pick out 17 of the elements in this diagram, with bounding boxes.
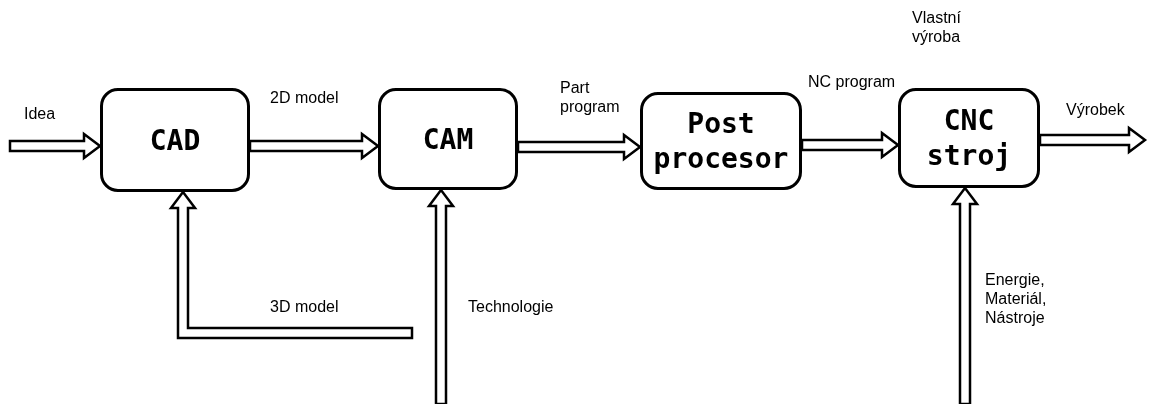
hollow-arrow bbox=[8, 131, 103, 161]
hollow-arrow bbox=[1038, 125, 1148, 155]
box-label: CAM bbox=[422, 121, 474, 157]
hollow-arrow bbox=[950, 185, 980, 404]
box-label: Post procesor bbox=[652, 106, 790, 176]
process-box bbox=[898, 88, 1040, 188]
hollow-arrow bbox=[426, 187, 456, 404]
box-label: CAD bbox=[149, 122, 201, 158]
hollow-arrow bbox=[516, 132, 643, 162]
hollow-arrow bbox=[248, 131, 381, 161]
process-box bbox=[640, 92, 802, 190]
box-label: CNC stroj bbox=[925, 103, 1013, 173]
edge-label: NC program bbox=[808, 72, 898, 92]
hollow-arrow bbox=[800, 130, 901, 160]
process-box bbox=[100, 88, 250, 192]
process-box bbox=[378, 88, 518, 190]
hollow-arrow bbox=[168, 189, 414, 340]
